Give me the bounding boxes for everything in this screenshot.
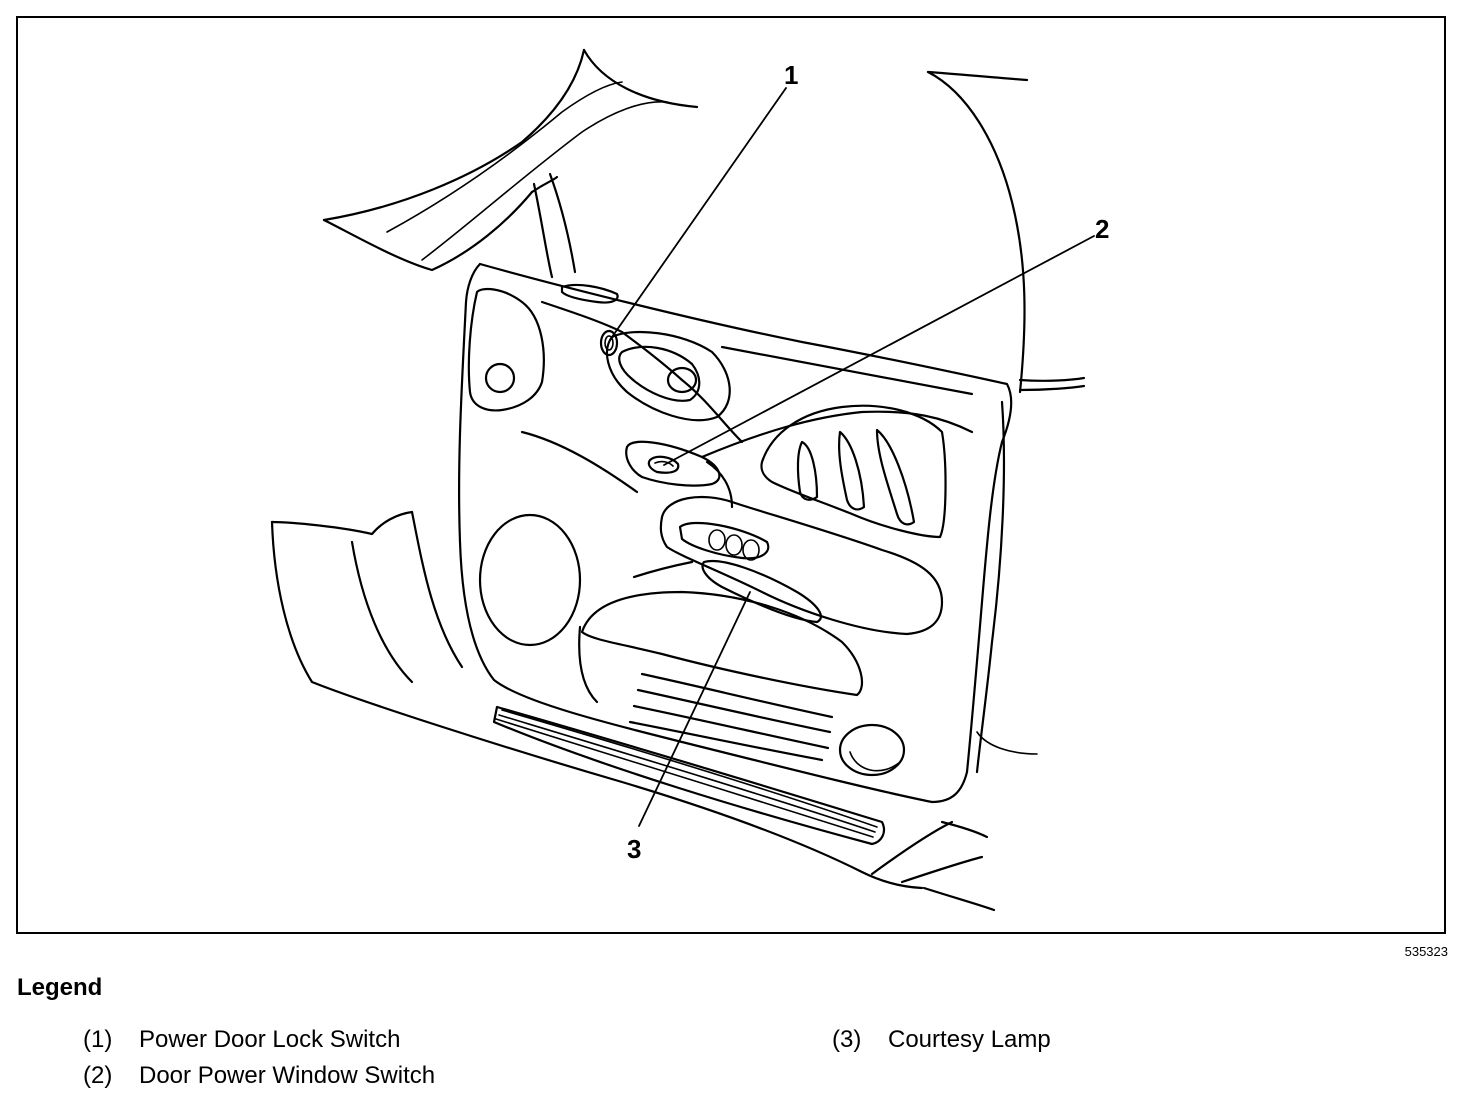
callout-leaders xyxy=(611,87,1095,827)
legend-item-2: (2) Door Power Window Switch xyxy=(83,1062,435,1090)
illustration-frame: 1 2 3 xyxy=(16,16,1446,934)
courtesy-lamp xyxy=(701,560,822,624)
callout-1-leader xyxy=(611,87,787,338)
door-power-window-switch xyxy=(625,440,721,487)
lower-grille xyxy=(628,672,834,762)
window-frame xyxy=(532,70,1086,394)
callout-2-number: 2 xyxy=(1095,214,1109,244)
legend-item-3: (3) Courtesy Lamp xyxy=(832,1026,1051,1054)
legend-item-1-label: Power Door Lock Switch xyxy=(139,1026,401,1053)
legend-item-1-number: (1) xyxy=(83,1026,113,1053)
callout-3-leader xyxy=(638,591,751,827)
door-panel-illustration: 1 2 3 xyxy=(270,48,1109,912)
armrest-switch-cluster xyxy=(678,521,770,561)
figure-id: 535323 xyxy=(1404,944,1448,959)
power-door-lock-switch xyxy=(599,329,619,357)
callout-3-number: 3 xyxy=(627,834,641,864)
lower-right-vent xyxy=(838,723,906,777)
sill-plate xyxy=(270,510,996,912)
a-pillar xyxy=(322,48,699,272)
map-pocket xyxy=(578,590,864,704)
upper-speaker xyxy=(467,287,545,412)
callout-1-number: 1 xyxy=(784,60,798,90)
legend-item-3-number: (3) xyxy=(832,1026,862,1053)
legend-item-2-number: (2) xyxy=(83,1062,113,1089)
door-panel xyxy=(457,262,1038,804)
grab-handle xyxy=(760,404,947,539)
upper-vent xyxy=(540,283,744,444)
armrest xyxy=(659,410,974,636)
legend-item-2-label: Door Power Window Switch xyxy=(139,1062,436,1089)
lower-speaker xyxy=(478,513,582,647)
legend-title: Legend xyxy=(17,974,103,1001)
callout-2-leader xyxy=(663,235,1095,466)
legend-item-3-label: Courtesy Lamp xyxy=(888,1026,1051,1053)
legend-item-1: (1) Power Door Lock Switch xyxy=(83,1026,400,1054)
door-handle xyxy=(605,330,731,422)
